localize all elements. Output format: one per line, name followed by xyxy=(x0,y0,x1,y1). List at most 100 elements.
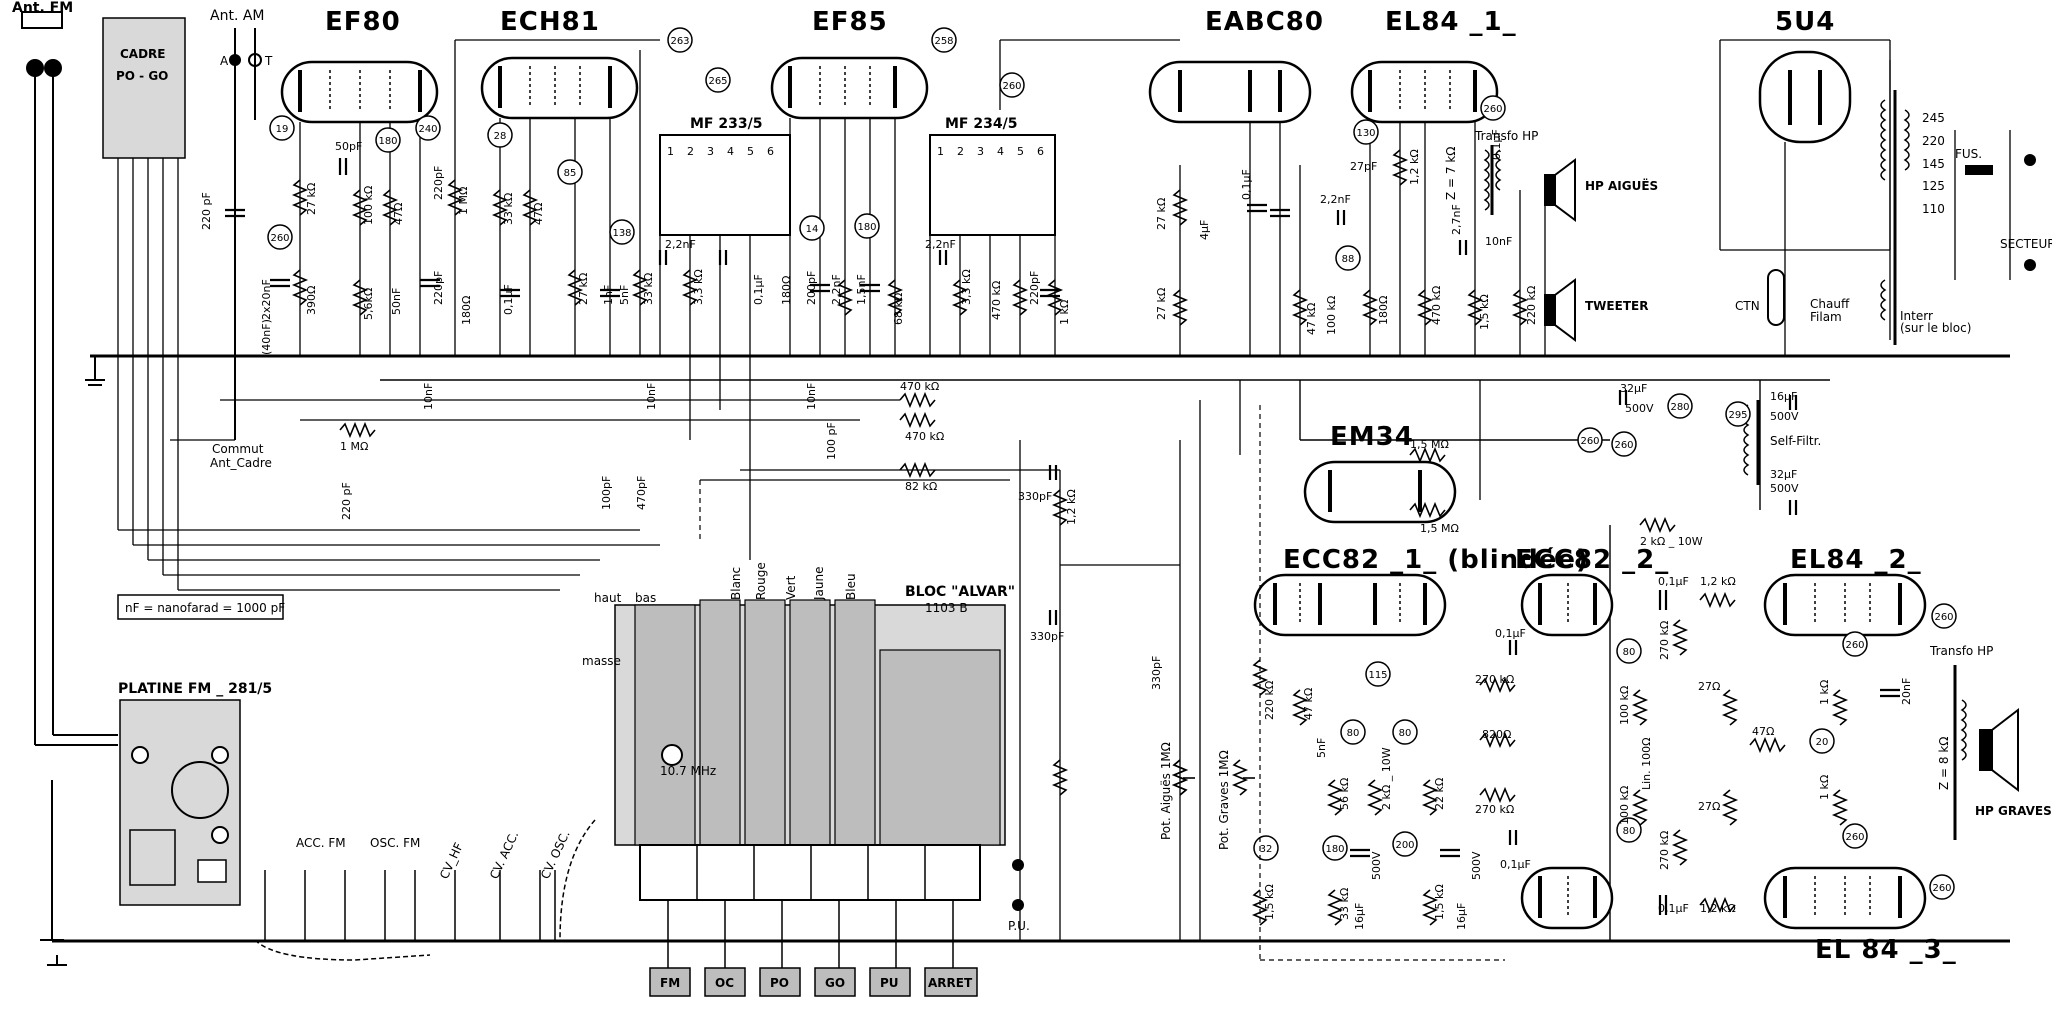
tube-label-ecc82-1: ECC82 _1_ (blindée) xyxy=(1283,545,1589,575)
svg-text:1,5nF: 1,5nF xyxy=(855,274,868,305)
svg-text:115: 115 xyxy=(1368,670,1387,681)
svg-text:270 kΩ: 270 kΩ xyxy=(1475,673,1514,686)
tension-labels: 245 220 145 125 110 xyxy=(1922,111,1945,216)
platine-terminal-2 xyxy=(211,746,229,764)
svg-text:200: 200 xyxy=(1395,840,1414,851)
svg-text:470 kΩ: 470 kΩ xyxy=(905,430,944,443)
svg-text:180: 180 xyxy=(857,222,876,233)
svg-text:32µF: 32µF xyxy=(1620,382,1647,395)
svg-text:28: 28 xyxy=(494,131,507,142)
svg-text:260: 260 xyxy=(1934,612,1953,623)
svg-text:1 kΩ: 1 kΩ xyxy=(1818,775,1831,800)
svg-text:258: 258 xyxy=(934,36,953,47)
po-go-label: PO - GO xyxy=(116,69,168,83)
svg-text:500V: 500V xyxy=(1770,482,1799,495)
transfo-hp-label: Transfo HP xyxy=(1474,129,1538,143)
svg-text:220 pF: 220 pF xyxy=(340,482,353,520)
tube-label-el84-2: EL84 _2_ xyxy=(1790,545,1922,575)
tube-label-ech81: ECH81 xyxy=(500,7,600,37)
bas-label: bas xyxy=(635,591,656,605)
svg-text:240: 240 xyxy=(418,124,437,135)
platine-trim xyxy=(197,859,227,883)
svg-text:6: 6 xyxy=(1037,145,1044,158)
svg-text:1,5 kΩ: 1,5 kΩ xyxy=(1433,884,1446,920)
button-oc[interactable]: OC xyxy=(704,967,746,997)
svg-text:100 kΩ: 100 kΩ xyxy=(362,186,375,225)
svg-text:1 kΩ: 1 kΩ xyxy=(1818,680,1831,705)
svg-text:20nF: 20nF xyxy=(1900,678,1913,705)
capacitors xyxy=(225,158,1900,915)
nf-note: nF = nanofarad = 1000 pF xyxy=(125,601,285,615)
svg-text:OSC. FM: OSC. FM xyxy=(370,836,420,850)
svg-text:4: 4 xyxy=(727,145,734,158)
button-pu[interactable]: PU xyxy=(869,967,911,997)
pu-terminal xyxy=(1012,859,1024,871)
bloc-keyboard-frame xyxy=(639,844,981,901)
svg-text:245: 245 xyxy=(1922,111,1945,125)
svg-text:33 kΩ: 33 kΩ xyxy=(502,193,515,225)
svg-text:260: 260 xyxy=(1002,81,1021,92)
tube-label-el84-3: EL 84 _3_ xyxy=(1815,935,1957,965)
tube-electrodes xyxy=(298,66,1902,918)
svg-text:145: 145 xyxy=(1922,157,1945,171)
svg-text:0,1µF: 0,1µF xyxy=(1658,902,1689,915)
button-arret[interactable]: ARRET xyxy=(924,967,978,997)
tube-grids xyxy=(329,66,1871,918)
svg-text:Blanc: Blanc xyxy=(729,567,743,600)
fuse xyxy=(1965,165,1993,175)
cadre-leads xyxy=(117,158,660,591)
svg-text:22 kΩ: 22 kΩ xyxy=(1433,778,1446,810)
svg-text:5,6kΩ: 5,6kΩ xyxy=(362,288,375,320)
svg-text:100 kΩ: 100 kΩ xyxy=(1618,786,1631,825)
tube-el84-2 xyxy=(1763,573,1927,637)
svg-text:1,2 kΩ: 1,2 kΩ xyxy=(1700,575,1736,588)
mhz-coil xyxy=(661,744,683,766)
svg-text:220pF: 220pF xyxy=(432,166,445,200)
svg-text:125: 125 xyxy=(1922,179,1945,193)
ant-a-terminal xyxy=(229,54,241,66)
svg-text:14: 14 xyxy=(806,224,819,235)
svg-text:16µF: 16µF xyxy=(1353,903,1366,930)
svg-text:1,2 kΩ: 1,2 kΩ xyxy=(1700,902,1736,915)
svg-text:5: 5 xyxy=(1017,145,1024,158)
trimmer-labels: ACC. FM OSC. FM CV_HF CV. ACC. CV. OSC. xyxy=(296,828,573,881)
bloc-section-4 xyxy=(789,599,831,846)
svg-text:0,1µF: 0,1µF xyxy=(1490,129,1503,160)
svg-text:47 kΩ: 47 kΩ xyxy=(1305,303,1318,335)
svg-text:Vert: Vert xyxy=(784,575,798,600)
svg-text:2: 2 xyxy=(687,145,694,158)
svg-text:27Ω: 27Ω xyxy=(1698,800,1720,813)
svg-text:1 MΩ: 1 MΩ xyxy=(340,440,368,453)
ant-cadre-label: Ant_Cadre xyxy=(210,456,272,470)
button-po[interactable]: PO xyxy=(759,967,801,997)
tube-ef85 xyxy=(770,56,929,120)
svg-text:2,2nF: 2,2nF xyxy=(1320,193,1351,206)
hp-graves-speaker xyxy=(1979,707,2019,793)
svg-text:470 kΩ: 470 kΩ xyxy=(900,380,939,393)
svg-text:Lin. 100Ω: Lin. 100Ω xyxy=(1640,737,1653,790)
antenna-section xyxy=(21,11,256,941)
svg-text:1,2 kΩ: 1,2 kΩ xyxy=(1408,149,1421,185)
ground-symbol xyxy=(47,356,105,966)
cadre-label: CADRE xyxy=(120,47,166,61)
svg-text:PO: PO xyxy=(770,976,789,990)
tube-ecc82-1 xyxy=(1253,573,1447,637)
tube-5u4 xyxy=(1758,50,1852,144)
svg-text:265: 265 xyxy=(708,76,727,87)
svg-text:470 kΩ: 470 kΩ xyxy=(1430,286,1443,325)
svg-text:220pF: 220pF xyxy=(1028,271,1041,305)
svg-text:10nF: 10nF xyxy=(805,383,818,410)
svg-text:500V: 500V xyxy=(1370,851,1383,880)
button-go[interactable]: GO xyxy=(814,967,856,997)
transfo-hp-2-label: Transfo HP xyxy=(1929,644,1993,658)
hp-graves-label: HP GRAVES xyxy=(1975,804,2052,818)
svg-text:220 kΩ: 220 kΩ xyxy=(1263,681,1276,720)
pu-terminal-2 xyxy=(1012,899,1024,911)
upper-wiring xyxy=(170,39,2011,940)
svg-text:260: 260 xyxy=(1580,436,1599,447)
haut-label: haut xyxy=(594,591,622,605)
button-fm[interactable]: FM xyxy=(649,967,691,997)
svg-text:GO: GO xyxy=(825,976,845,990)
tube-label-5u4: 5U4 xyxy=(1775,7,1835,37)
